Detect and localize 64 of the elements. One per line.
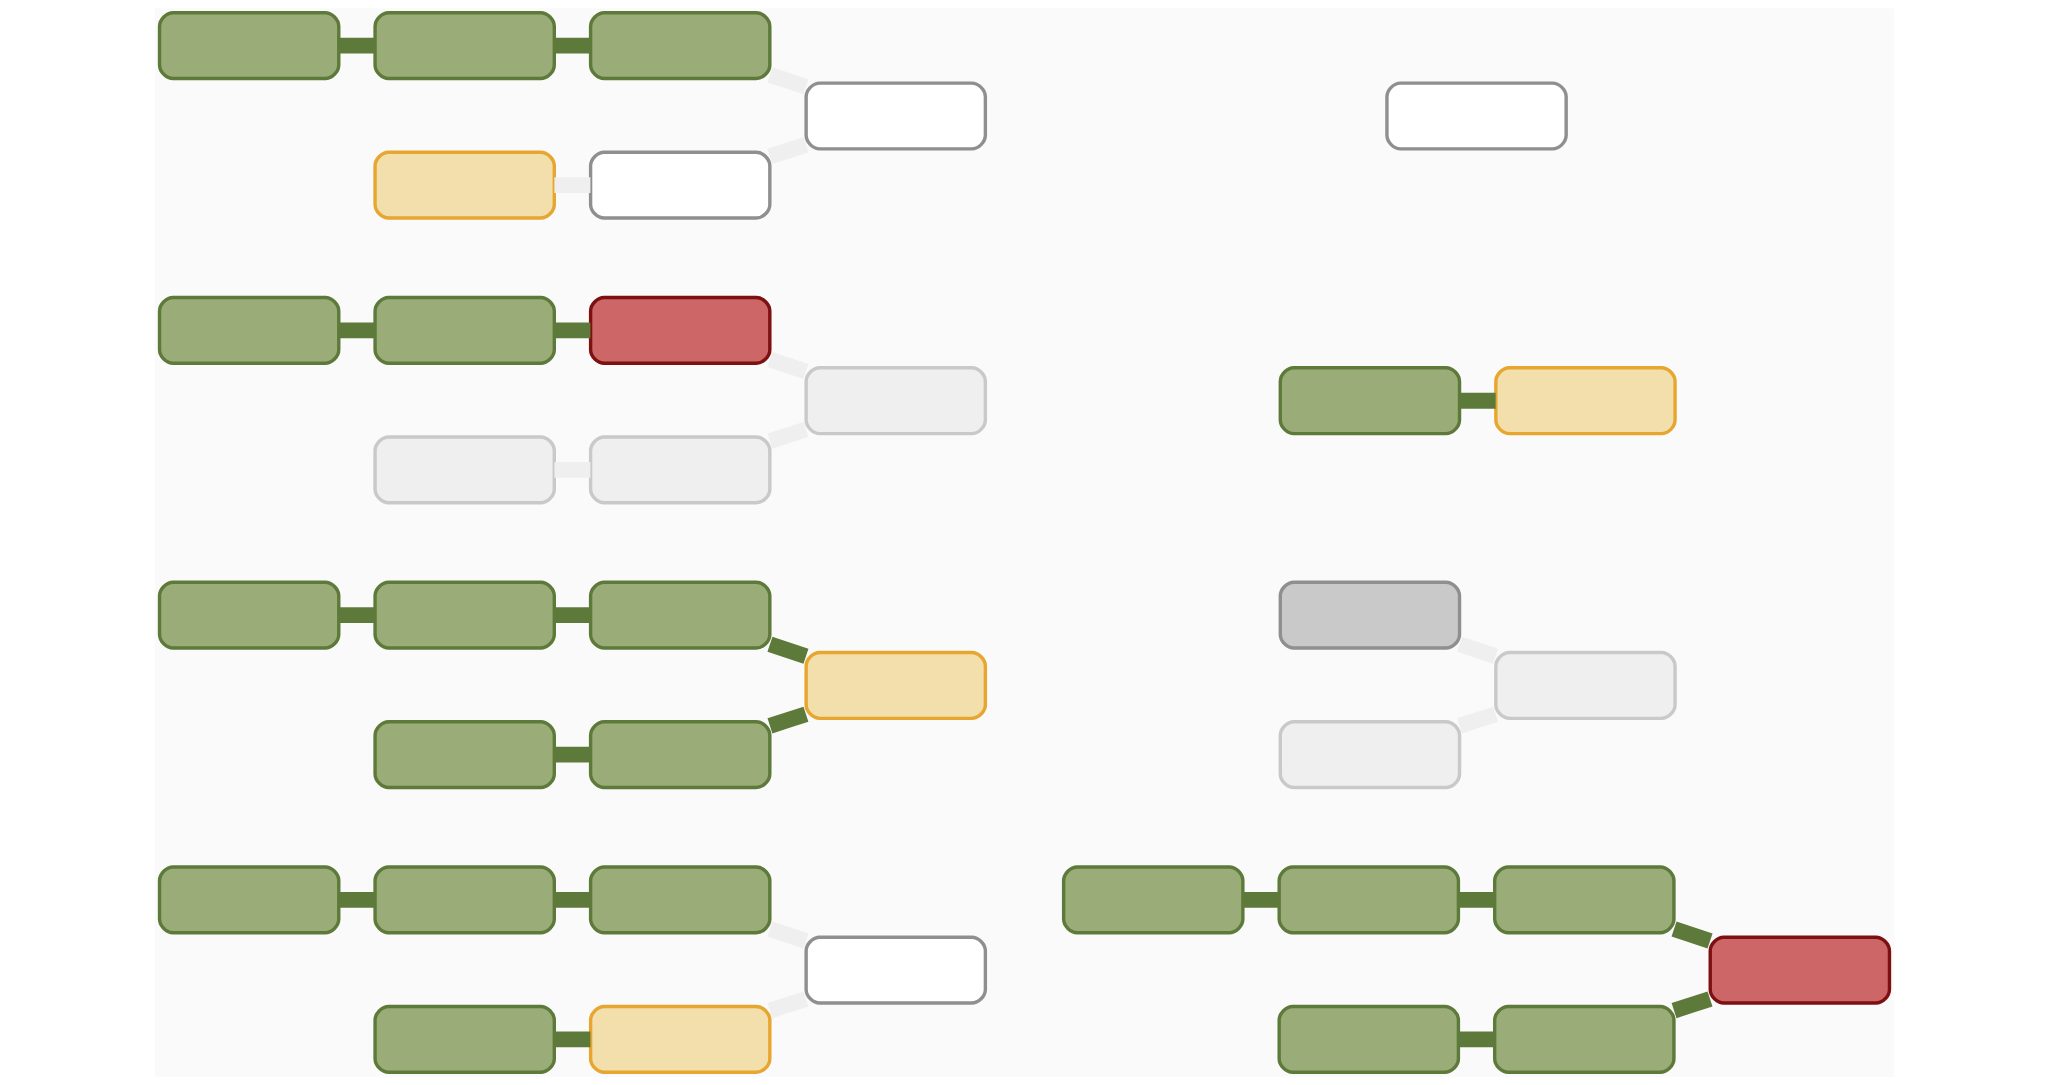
connector (1458, 1031, 1494, 1048)
node-box (588, 1004, 772, 1074)
connector (553, 607, 590, 624)
connector (338, 322, 375, 339)
connector (553, 177, 590, 194)
node-box (1492, 865, 1676, 935)
node-box (588, 11, 772, 81)
node-box (588, 720, 772, 790)
connector (553, 37, 590, 54)
node-box (1278, 720, 1461, 790)
connector (766, 352, 808, 379)
node-box (157, 295, 340, 365)
connector (338, 37, 375, 54)
node-box (1384, 81, 1568, 151)
node-box (1492, 1004, 1676, 1074)
node-box (588, 295, 772, 365)
node-box (1493, 650, 1677, 721)
node-box (588, 435, 772, 505)
node-box (588, 580, 772, 650)
connector (553, 322, 590, 339)
connector (1671, 921, 1713, 949)
connector (1242, 891, 1279, 908)
connector (767, 137, 808, 164)
node-box (1061, 865, 1245, 935)
node-box (1276, 1004, 1460, 1074)
node-box (1278, 366, 1461, 436)
node-box (372, 435, 556, 505)
node-box (1276, 865, 1460, 935)
connector (767, 991, 808, 1019)
connector (1671, 991, 1712, 1019)
node-box (372, 865, 556, 935)
node-box (803, 935, 987, 1005)
connector (766, 636, 808, 664)
node-box (372, 1004, 556, 1074)
connector (338, 891, 375, 908)
connector (767, 706, 808, 734)
connector (1456, 706, 1498, 734)
node-box (1708, 935, 1891, 1005)
node-box (588, 150, 772, 220)
connector (338, 607, 375, 624)
node-box (803, 81, 987, 151)
connector (553, 891, 590, 908)
node-box (372, 11, 556, 81)
node-box (372, 295, 556, 365)
connector (553, 1031, 590, 1048)
connector (1459, 392, 1496, 409)
connector (553, 746, 590, 763)
node-box (157, 11, 340, 81)
connector (766, 921, 808, 949)
connector (767, 421, 808, 449)
connector (766, 67, 808, 95)
node-box (803, 650, 987, 721)
node-box (1493, 366, 1677, 436)
connector (1456, 636, 1498, 664)
connector (553, 461, 590, 478)
node-box (803, 366, 987, 436)
node-box (588, 865, 772, 935)
node-box (372, 150, 556, 220)
node-box (372, 720, 556, 790)
node-box (372, 580, 556, 650)
node-box (157, 865, 340, 935)
node-box (157, 580, 340, 650)
node-box (1278, 580, 1461, 650)
connector (1458, 891, 1494, 908)
